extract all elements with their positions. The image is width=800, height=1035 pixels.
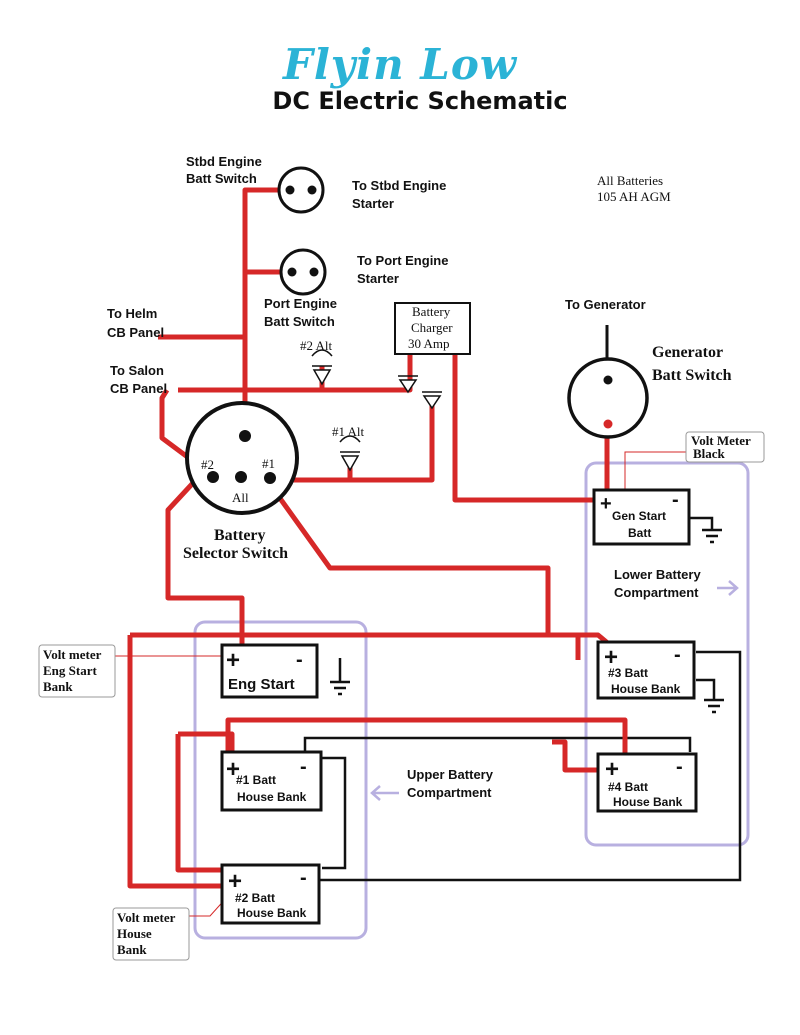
b1-plus: + bbox=[226, 756, 240, 783]
upper-compartment-outline bbox=[193, 620, 368, 940]
selector-switch-label-2: Selector Switch bbox=[183, 545, 288, 562]
b4-minus: - bbox=[676, 756, 683, 778]
b1-minus: - bbox=[300, 756, 307, 778]
volt-meter-eng-label-1: Volt meter bbox=[43, 647, 102, 662]
b3-label-1: #3 Batt bbox=[608, 666, 648, 680]
salon-panel-label-1: To Salon bbox=[110, 363, 164, 378]
volt-meter-black-label-2: Black bbox=[693, 446, 726, 461]
helm-panel-label-2: CB Panel bbox=[107, 325, 164, 340]
b2-minus: - bbox=[300, 867, 307, 889]
b3-minus: - bbox=[674, 644, 681, 666]
charger-label-3: 30 Amp bbox=[408, 336, 450, 351]
stbd-starter-label-2: Starter bbox=[352, 196, 394, 211]
to-generator-label: To Generator bbox=[565, 297, 646, 312]
battery-house-2 bbox=[220, 863, 321, 925]
gen-start-plus: + bbox=[600, 493, 612, 515]
eng-start-plus: + bbox=[226, 647, 240, 674]
b3-plus: + bbox=[604, 644, 618, 671]
volt-meter-house-label-3: Bank bbox=[117, 942, 147, 957]
diode-icons bbox=[311, 349, 442, 472]
b3-label-2: House Bank bbox=[611, 682, 681, 696]
b1-label-2: House Bank bbox=[237, 790, 307, 804]
gen-start-label-2: Batt bbox=[628, 526, 651, 540]
b1-label-1: #1 Batt bbox=[236, 773, 276, 787]
battery-house-3 bbox=[596, 640, 696, 700]
volt-meter-eng-label-3: Bank bbox=[43, 679, 73, 694]
eng-start-minus: - bbox=[296, 649, 303, 671]
generator-batt-switch[interactable] bbox=[567, 325, 649, 439]
volt-meter-house-label-1: Volt meter bbox=[117, 910, 176, 925]
battery-eng-start bbox=[220, 643, 319, 699]
compartment-arrows bbox=[370, 580, 739, 801]
port-switch-label-1: Port Engine bbox=[264, 296, 337, 311]
diagram-title: Flyin Low bbox=[283, 40, 517, 89]
volt-meter-black-label-1: Volt Meter bbox=[691, 433, 751, 448]
stbd-starter-label-1: To Stbd Engine bbox=[352, 178, 446, 193]
stbd-switch-label-1: Stbd Engine bbox=[186, 154, 262, 169]
port-switch-label-2: Batt Switch bbox=[264, 314, 335, 329]
all-batteries-note-2: 105 AH AGM bbox=[597, 189, 671, 204]
upper-compartment-label-1: Upper Battery bbox=[407, 767, 494, 782]
port-engine-batt-switch[interactable] bbox=[279, 248, 327, 296]
negative-wires bbox=[303, 516, 742, 882]
salon-panel-label-2: CB Panel bbox=[110, 381, 167, 396]
selector-pos2-label: #2 bbox=[201, 457, 214, 472]
volt-meter-house-label-2: House bbox=[117, 926, 152, 941]
port-starter-label-1: To Port Engine bbox=[357, 253, 448, 268]
generator-switch-label-2: Batt Switch bbox=[652, 367, 732, 384]
diagram-subtitle: DC Electric Schematic bbox=[272, 87, 568, 115]
selector-all-label: All bbox=[232, 490, 249, 505]
volt-meter-eng-label-2: Eng Start bbox=[43, 663, 97, 678]
charger-label-1: Battery bbox=[412, 304, 451, 319]
callout-box-volt-meter-black bbox=[685, 431, 765, 463]
b2-label-1: #2 Batt bbox=[235, 891, 275, 905]
alt1-label: #1 Alt bbox=[332, 424, 365, 439]
lower-compartment-label-2: Compartment bbox=[614, 585, 699, 600]
battery-house-1 bbox=[220, 750, 323, 812]
generator-switch-label-1: Generator bbox=[652, 344, 723, 361]
battery-gen-start bbox=[592, 488, 691, 546]
positive-wires bbox=[127, 187, 628, 889]
callout-box-volt-meter-house bbox=[112, 907, 190, 961]
b4-plus: + bbox=[605, 756, 619, 783]
callout-box-volt-meter-eng bbox=[38, 644, 116, 698]
gen-start-label-1: Gen Start bbox=[612, 509, 666, 523]
helm-panel-label-1: To Helm bbox=[107, 306, 157, 321]
port-starter-label-2: Starter bbox=[357, 271, 399, 286]
alt2-label: #2 Alt bbox=[300, 338, 333, 353]
b2-label-2: House Bank bbox=[237, 906, 307, 920]
battery-selector-switch[interactable] bbox=[185, 401, 299, 515]
selector-switch-label-1: Battery bbox=[214, 527, 266, 544]
battery-charger bbox=[394, 302, 471, 355]
battery-house-4 bbox=[596, 752, 698, 813]
stbd-switch-label-2: Batt Switch bbox=[186, 171, 257, 186]
gen-start-minus: - bbox=[672, 489, 679, 511]
b4-label-2: House Bank bbox=[613, 795, 683, 809]
lower-compartment-label-1: Lower Battery bbox=[614, 567, 701, 582]
selector-pos1-label: #1 bbox=[262, 456, 275, 471]
stbd-engine-batt-switch[interactable] bbox=[277, 166, 325, 214]
eng-start-label: Eng Start bbox=[228, 676, 295, 693]
charger-label-2: Charger bbox=[411, 320, 453, 335]
all-batteries-note-1: All Batteries bbox=[597, 173, 663, 188]
b4-label-1: #4 Batt bbox=[608, 780, 648, 794]
upper-compartment-label-2: Compartment bbox=[407, 785, 492, 800]
b2-plus: + bbox=[228, 868, 242, 895]
lower-compartment-outline bbox=[584, 461, 750, 847]
